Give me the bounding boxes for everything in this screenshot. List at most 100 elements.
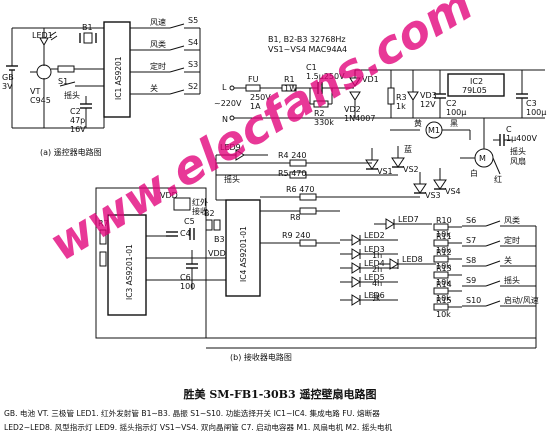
crystal-b1-label: B1 xyxy=(82,23,93,32)
vt-transistor xyxy=(36,64,52,80)
motor-color-black: 黑 xyxy=(450,119,458,128)
ic2-body xyxy=(447,73,505,97)
power-header-line2: VS1~VS4 MAC94A4 xyxy=(268,45,347,54)
remote-button-s4 xyxy=(169,45,185,51)
motor-color-red: 红 xyxy=(494,174,502,184)
switch-id: S10 xyxy=(466,296,481,305)
remote-caption: (a) 遥控器电路图 xyxy=(40,147,102,157)
r5-label: R5 470 xyxy=(278,169,306,178)
c4-label: C4 xyxy=(180,229,191,238)
motor-text-fan: 风扇 xyxy=(510,156,526,166)
led-label: LED7 xyxy=(398,215,419,224)
remote-button-label: 风速 xyxy=(150,18,166,27)
led9-label: LED9 xyxy=(220,143,241,152)
led-led5 xyxy=(351,276,361,288)
switch-s7 xyxy=(485,240,501,247)
crystal-b2-label: B2 xyxy=(204,209,215,218)
motor-color-white: 白 xyxy=(470,168,478,178)
resistor-label: R13 xyxy=(436,264,452,273)
ic3-body xyxy=(107,214,147,316)
r8-label: R8 xyxy=(290,213,301,222)
ic1-label: IC1 AS9201 xyxy=(114,56,123,100)
vd1-label: VD1 xyxy=(362,75,379,84)
power-r3 xyxy=(387,87,395,105)
vd3 xyxy=(407,91,419,101)
remote-button-label: 风类 xyxy=(150,39,166,49)
r6-label: R6 470 xyxy=(286,185,314,194)
led-led7 xyxy=(385,218,395,230)
r9-label: R9 240 xyxy=(282,231,310,240)
remote-button-label: 关 xyxy=(150,83,158,93)
thyristor-label: VS3 xyxy=(425,191,441,200)
ic3-label: IC3 AS9201-01 xyxy=(125,244,134,300)
r8 xyxy=(299,207,317,215)
receiver-circuit: IC3 AS9201-01 IC4 AS9201-01 R7 红外接收 VDD … xyxy=(95,143,539,362)
motor-color-yellow: 黄 xyxy=(414,118,422,128)
switch-id: S9 xyxy=(466,276,476,285)
led-tag: 2h xyxy=(372,265,382,274)
diagram-title: 胜美 SM-FB1-30B3 遥控壁扇电路图 xyxy=(183,388,377,401)
r9 xyxy=(299,239,317,247)
legend-line-1: GB. 电池 VT. 三极管 LED1. 红外发射管 B1~B3. 晶振 S1~… xyxy=(4,409,380,418)
switch-s9 xyxy=(485,280,501,287)
r6 xyxy=(299,193,317,201)
remote-button-id: S2 xyxy=(188,82,198,91)
motor-color-blue: 蓝 xyxy=(404,144,412,154)
led1-label: LED1 xyxy=(32,31,53,40)
switch-id: S6 xyxy=(466,216,476,225)
motor-text-swing: 摇头 xyxy=(510,146,526,156)
led-tag: 強 xyxy=(372,292,380,302)
switch-id: S8 xyxy=(466,256,476,265)
remote-button-id: S5 xyxy=(188,16,198,25)
led-led2 xyxy=(351,234,361,246)
n-label: N xyxy=(222,115,228,124)
receiver-caption: (b) 接收器电路图 xyxy=(230,352,292,362)
resistor-label: R15 xyxy=(436,296,452,305)
resistor-value: 10k xyxy=(436,294,451,303)
thyristor-label: VS4 xyxy=(445,187,461,196)
r7 xyxy=(99,229,107,245)
power-circuit: B1, B2-B3 32768Hz VS1~VS4 MAC94A4 FU 250… xyxy=(214,35,546,184)
r4 xyxy=(289,159,307,167)
led-label: LED5 xyxy=(364,273,385,282)
c5-label: C5 xyxy=(184,217,195,226)
power-header-line1: B1, B2-B3 32768Hz xyxy=(268,35,346,44)
motor-m-label: M xyxy=(479,154,486,163)
led9-function: 摇头 xyxy=(224,174,240,184)
crystal-b3-label: B3 xyxy=(214,235,225,244)
resistor-value: 10k xyxy=(436,262,451,271)
ic4-label: IC4 AS9201-01 xyxy=(239,226,248,282)
led-led3 xyxy=(351,248,361,260)
ir-receiver-label: 红外接收 xyxy=(192,197,208,216)
r8-small xyxy=(99,251,107,267)
remote-button-id: S3 xyxy=(188,60,198,69)
s1-switch xyxy=(59,81,76,87)
s1-function: 摇头 xyxy=(64,90,80,100)
crystal-b2 xyxy=(205,219,213,231)
led-label: LED3 xyxy=(364,245,385,254)
vdd-label-2: VDD xyxy=(208,249,226,258)
legend-line-2: LED2~LED8. 风型指示灯 LED9. 摇头指示灯 VS1~VS4. 双向… xyxy=(4,423,393,432)
thyristor-label: VS1 xyxy=(377,167,393,176)
remote-r1 xyxy=(57,65,75,73)
ic2-part: 79L05 xyxy=(462,86,487,95)
led-tag: 4h xyxy=(372,279,382,288)
mains-label: ~220V xyxy=(214,99,242,108)
led-label: LED4 xyxy=(364,259,385,268)
switch-label: 定时 xyxy=(504,235,520,245)
switch-label: 摇头 xyxy=(504,275,520,285)
